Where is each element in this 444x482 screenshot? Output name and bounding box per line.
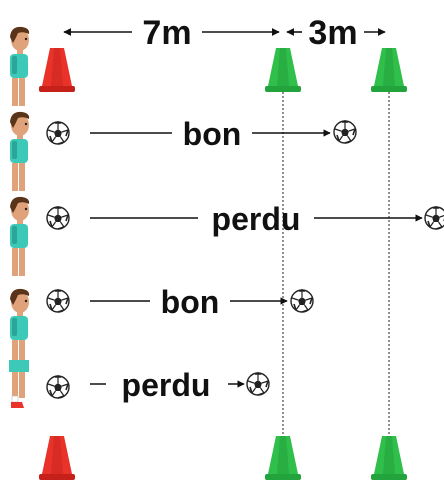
- row-1-label: bon: [183, 116, 242, 152]
- ball-start-row-2: [46, 206, 70, 230]
- distance-label-3m: 3m: [308, 14, 357, 52]
- row-4-label: perdu: [122, 367, 211, 403]
- row-3-label: bon: [161, 284, 220, 320]
- ball-end-row-4: [246, 372, 270, 396]
- green-cone-bottom-10m: [371, 436, 407, 480]
- green-cone-top-7m: [265, 48, 301, 92]
- red-cone-bottom: [39, 436, 75, 480]
- player-4: [9, 288, 30, 408]
- player-3: [10, 196, 30, 276]
- green-cone-top-10m: [371, 48, 407, 92]
- ball-end-row-2: [424, 206, 444, 230]
- player-2: [10, 111, 30, 191]
- distance-label-7m: 7m: [142, 14, 191, 52]
- red-cone-top: [39, 48, 75, 92]
- ball-start-row-3: [46, 289, 70, 313]
- player-1: [10, 26, 30, 106]
- ball-start-row-4: [46, 375, 70, 399]
- row-2-label: perdu: [212, 201, 301, 237]
- ball-end-row-1: [333, 120, 357, 144]
- green-cone-bottom-7m: [265, 436, 301, 480]
- ball-start-row-1: [46, 121, 70, 145]
- ball-end-row-3: [290, 289, 314, 313]
